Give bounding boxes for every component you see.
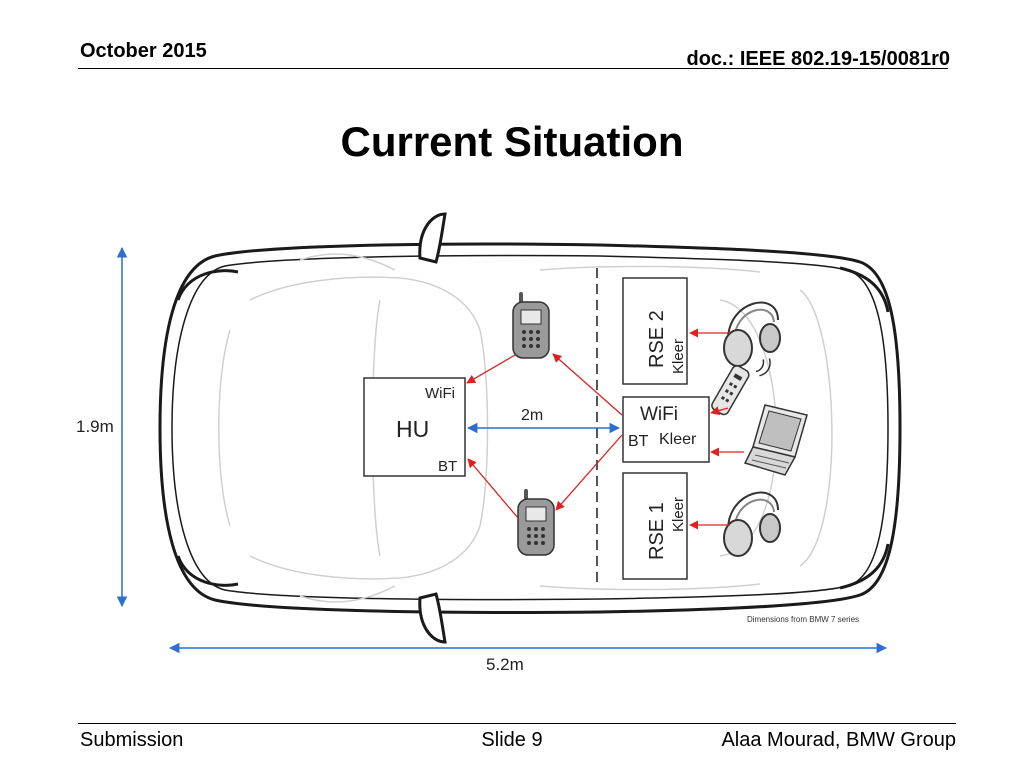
arrow-phone-to-hu-wifi (466, 354, 516, 384)
headphones-icon (723, 301, 781, 367)
footer-submission: Submission (80, 729, 184, 751)
dimensions-note: Dimensions from BMW 7 series (747, 615, 859, 624)
rse2-label: RSE 2 (646, 310, 668, 368)
header-doc-id: doc.: IEEE 802.19-15/0081r0 (686, 48, 951, 70)
width-label: 1.9m (76, 417, 114, 436)
phone-icon (517, 489, 555, 556)
left-mirror (418, 212, 447, 264)
headphones-icon (723, 491, 781, 557)
hu-box: WiFi HU BT (363, 377, 466, 477)
hub-box: WiFi BT Kleer (622, 396, 710, 463)
connection-arrows (466, 328, 744, 530)
hu-wifi-label: WiFi (425, 385, 455, 402)
rse2-box: RSE 2 Kleer (622, 277, 688, 385)
arrow-remote-to-hub (710, 406, 729, 416)
phone-icon (512, 292, 550, 359)
car-arches (176, 266, 890, 590)
hu-bt-label: BT (438, 458, 457, 475)
hub-wifi-label: WiFi (640, 404, 678, 425)
arrow-hub-to-phone-top (552, 353, 623, 416)
hu-label: HU (396, 416, 429, 442)
arrow-hub-to-phone-bottom (555, 434, 623, 511)
hu-distance-label: 2m (521, 407, 543, 424)
footer-divider (78, 723, 956, 724)
footer-slide-number: Slide 9 (481, 729, 543, 751)
header-divider (78, 68, 948, 69)
laptop-icon (743, 404, 808, 476)
rse1-box: RSE 1 Kleer (622, 472, 688, 580)
rse2-kleer-label: Kleer (670, 339, 687, 374)
length-label: 5.2m (486, 655, 524, 674)
hub-kleer-label: Kleer (659, 431, 697, 448)
dimension-arrows (116, 246, 888, 654)
header-date: October 2015 (80, 40, 207, 62)
right-mirror (418, 592, 447, 644)
footer-author: Alaa Mourad, BMW Group (721, 729, 956, 751)
hub-bt-label: BT (628, 433, 649, 450)
slide-title: Current Situation (340, 118, 684, 165)
rse1-label: RSE 1 (646, 502, 668, 560)
arrow-phone-to-hu-bt (467, 458, 519, 519)
rse1-kleer-label: Kleer (670, 497, 687, 532)
